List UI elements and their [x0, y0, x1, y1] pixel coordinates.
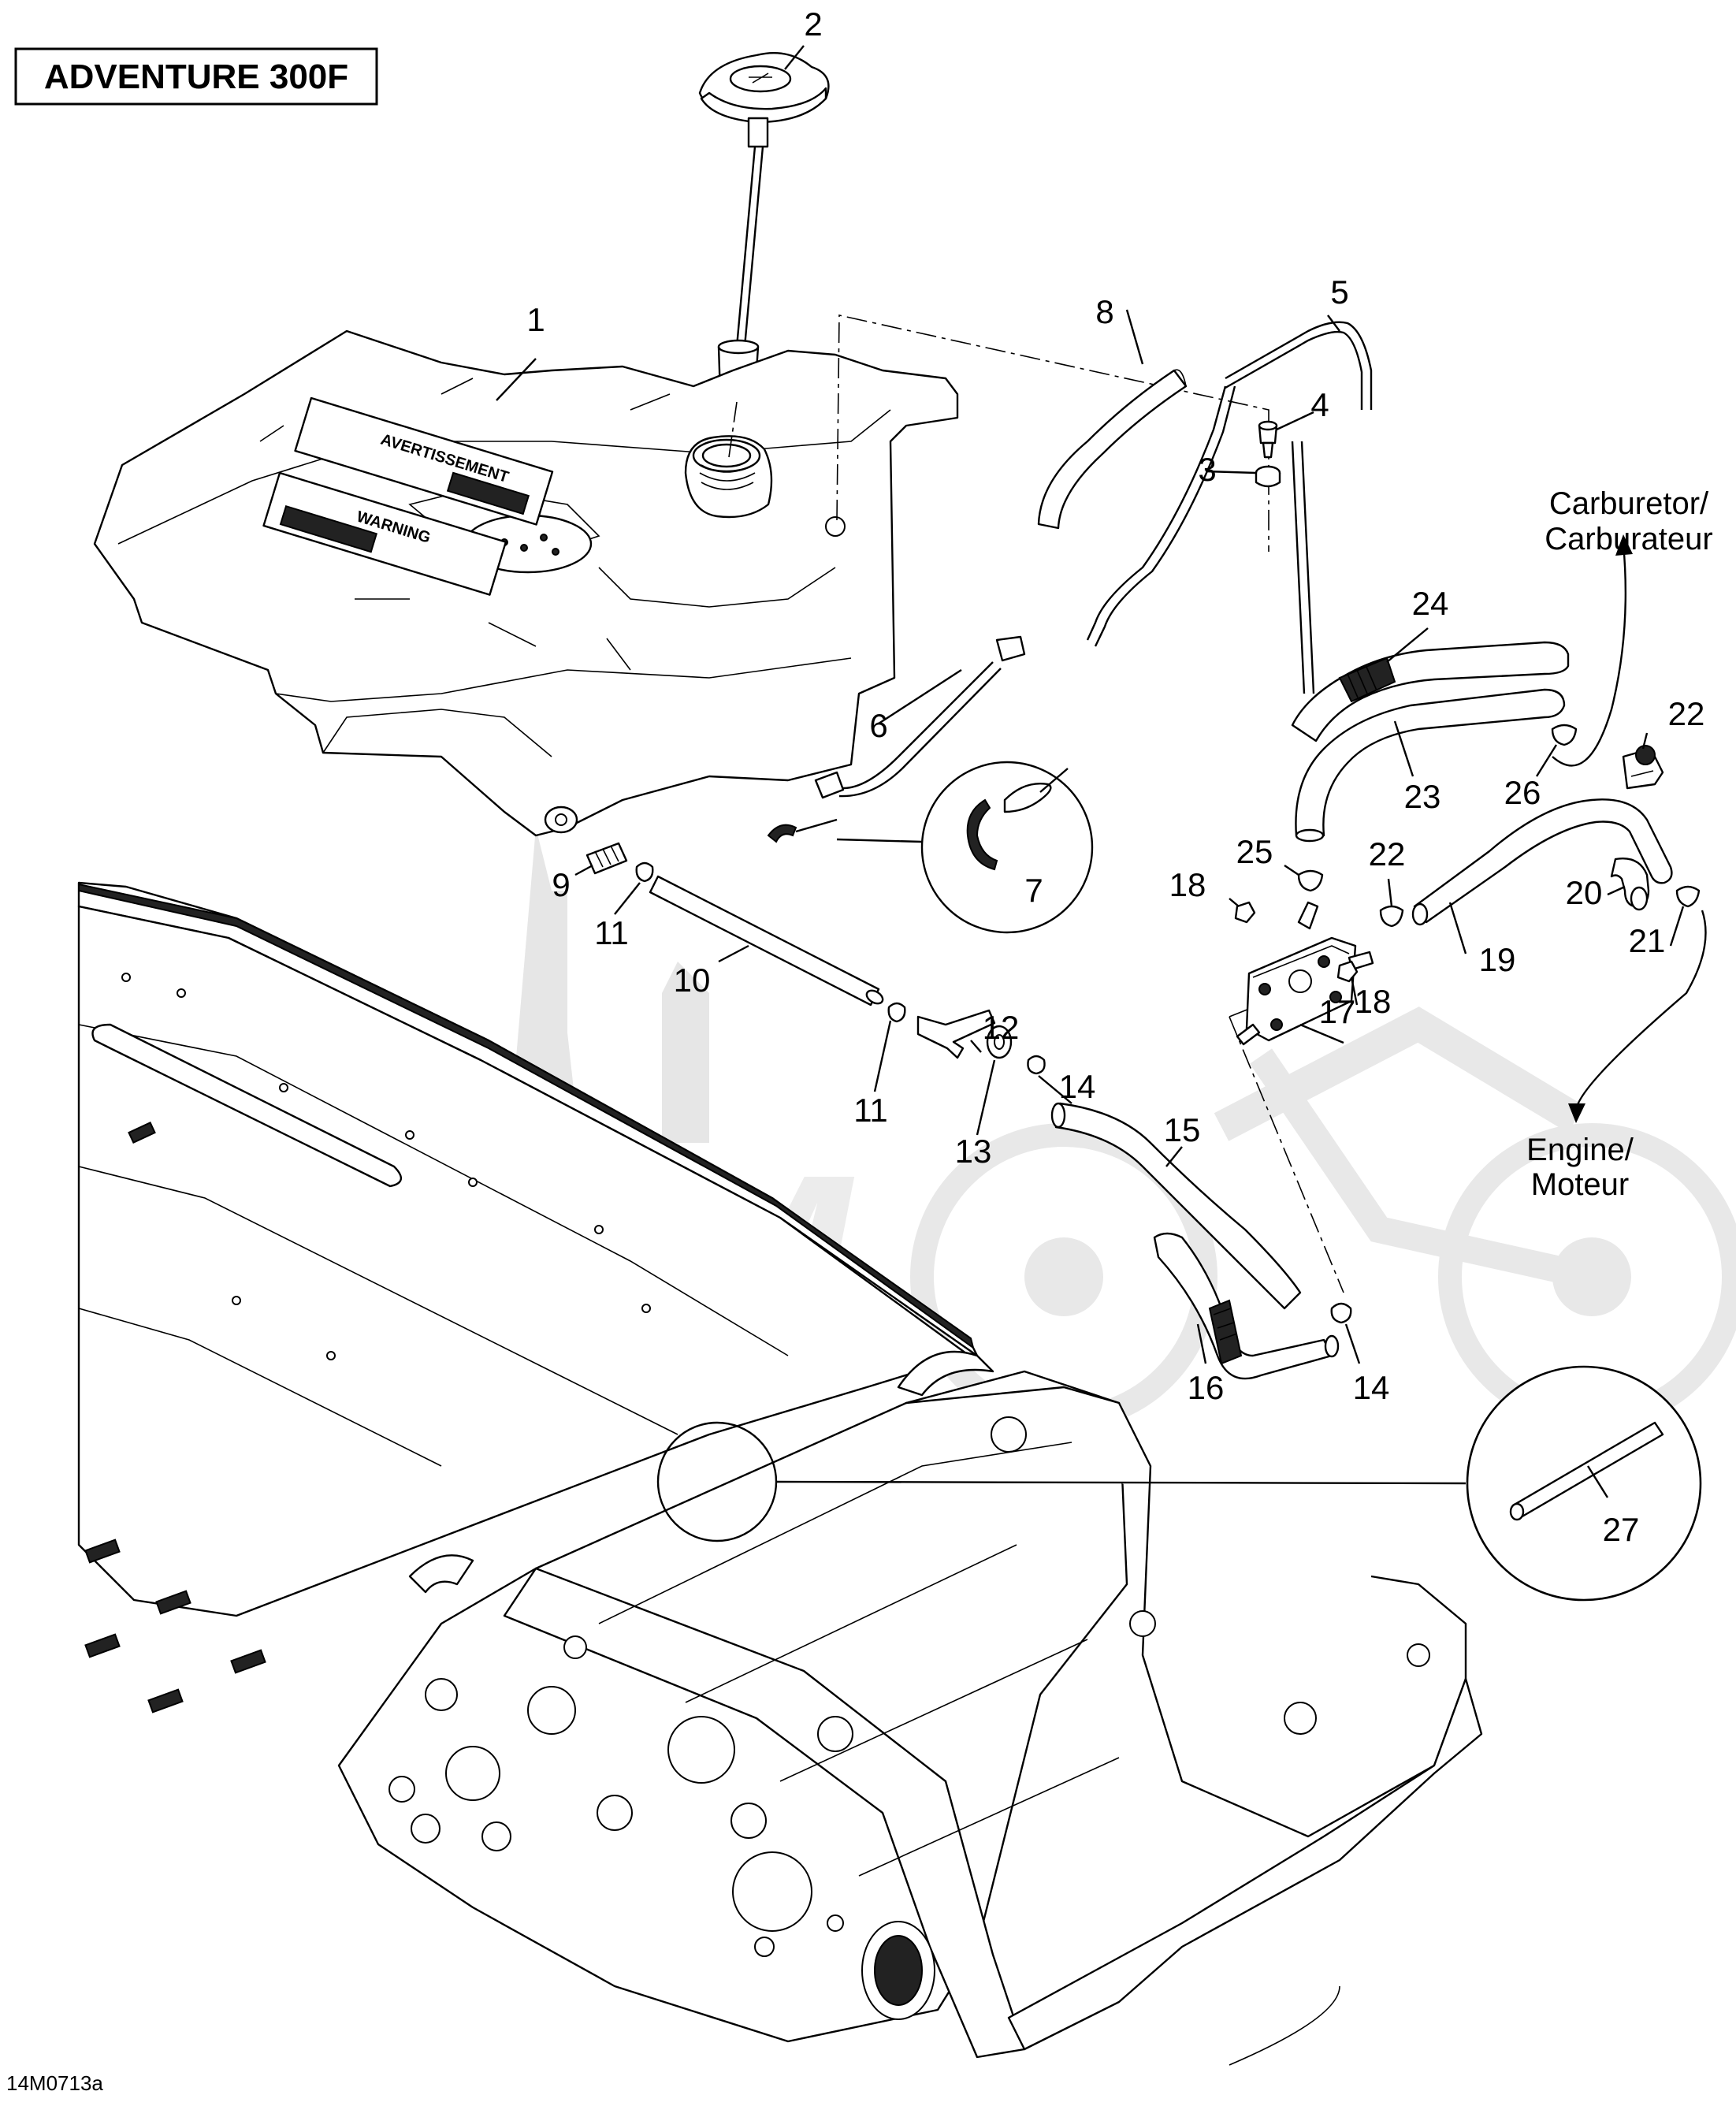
flow-arrows — [1552, 534, 1707, 1123]
fuel-pump-part — [1236, 901, 1374, 1046]
callout-22-right: 21 — [1629, 922, 1666, 959]
callout-17: 17 — [1319, 993, 1356, 1030]
hose-15-part — [1050, 1102, 1302, 1310]
engine-label-line2: Moteur — [1531, 1167, 1630, 1202]
callout-23: 23 — [1404, 778, 1441, 815]
clamp-22-right — [1675, 885, 1701, 908]
spring-clip-detail — [767, 761, 1094, 934]
nut-18-upper — [1234, 901, 1256, 924]
callout-6: 6 — [869, 707, 887, 744]
model-title: ADVENTURE 300F — [44, 58, 348, 96]
clamp-14-upper — [1027, 1055, 1046, 1075]
hose-24-part — [1291, 641, 1570, 742]
adaptor-part — [916, 1009, 996, 1059]
leader-lines — [496, 45, 1685, 1364]
callout-3: 3 — [1198, 451, 1216, 488]
detail-magnifier-27 — [656, 1365, 1702, 1602]
fuel-tank-part: AVERTISSEMENT WARNING — [93, 329, 959, 837]
callout-27: 27 — [1603, 1511, 1640, 1548]
callout-8: 8 — [1095, 293, 1113, 330]
hose-19-part — [1411, 798, 1673, 926]
callout-1: 1 — [526, 301, 545, 338]
callout-18-upper: 18 — [1169, 866, 1206, 903]
grommet-lower-part — [986, 1025, 1013, 1059]
hose-clamp-upper — [635, 861, 654, 883]
hose-clamp-lower — [887, 1002, 906, 1023]
callout-11-upper: 11 — [594, 914, 629, 951]
clamp-14-lower — [1330, 1302, 1352, 1324]
callout-numbers: 2 1 5 8 4 3 6 7 9 11 10 12 11 14 13 15 1… — [526, 6, 1704, 1548]
figure-code: 14M0713a — [6, 2071, 103, 2095]
callout-7: 7 — [1024, 872, 1043, 909]
callout-9: 9 — [552, 866, 570, 903]
fuel-line-part — [649, 875, 884, 1006]
clamp-22-left — [1379, 905, 1404, 928]
callout-14-upper: 14 — [1059, 1068, 1096, 1105]
outlet-fitting-part — [585, 842, 628, 875]
engine-label-line1: Engine/ — [1526, 1133, 1634, 1167]
callout-14-lower: 14 — [1353, 1369, 1390, 1406]
clamp-25-part — [1297, 869, 1324, 892]
fuel-cap-part — [698, 52, 830, 396]
callout-25: 25 — [1236, 833, 1273, 870]
callout-16: 16 — [1188, 1369, 1225, 1406]
callout-24: 24 — [1412, 585, 1449, 622]
callout-10: 10 — [674, 962, 711, 999]
carburetor-label-line1: Carburetor/ — [1549, 486, 1709, 521]
clamp-26-part — [1551, 724, 1578, 746]
fitting-20-part — [1622, 745, 1664, 790]
check-valve-part — [1258, 420, 1278, 459]
chassis-frame — [77, 881, 1483, 2066]
model-title-box: ADVENTURE 300F — [14, 47, 378, 106]
destination-labels: Carburetor/ Carburateur Engine/ Moteur — [1526, 486, 1713, 1202]
callout-5: 5 — [1330, 273, 1348, 311]
callout-11-lower: 11 — [853, 1092, 888, 1129]
callout-13: 13 — [955, 1133, 992, 1170]
grommet-part — [1255, 465, 1281, 488]
callout-26: 26 — [1504, 774, 1541, 811]
callout-12: 12 — [983, 1009, 1020, 1046]
callout-20: 22 — [1668, 695, 1705, 732]
carburetor-label-line2: Carburateur — [1545, 522, 1712, 556]
hose-16-part — [1153, 1232, 1340, 1380]
callout-15: 15 — [1164, 1111, 1201, 1148]
callout-19: 19 — [1479, 941, 1516, 978]
callout-21: 20 — [1566, 874, 1603, 911]
vent-hose-part — [1037, 369, 1188, 530]
callout-4: 4 — [1310, 386, 1329, 423]
callout-22-left: 22 — [1369, 835, 1406, 873]
hose-23-part — [1295, 688, 1566, 843]
hose-21-part — [1610, 858, 1650, 911]
nut-18-lower — [1336, 960, 1359, 983]
callout-2: 2 — [804, 6, 822, 43]
vent-tube-part — [1086, 321, 1373, 694]
callout-18-lower: 18 — [1355, 983, 1392, 1020]
fuel-line-clips — [814, 635, 1026, 799]
